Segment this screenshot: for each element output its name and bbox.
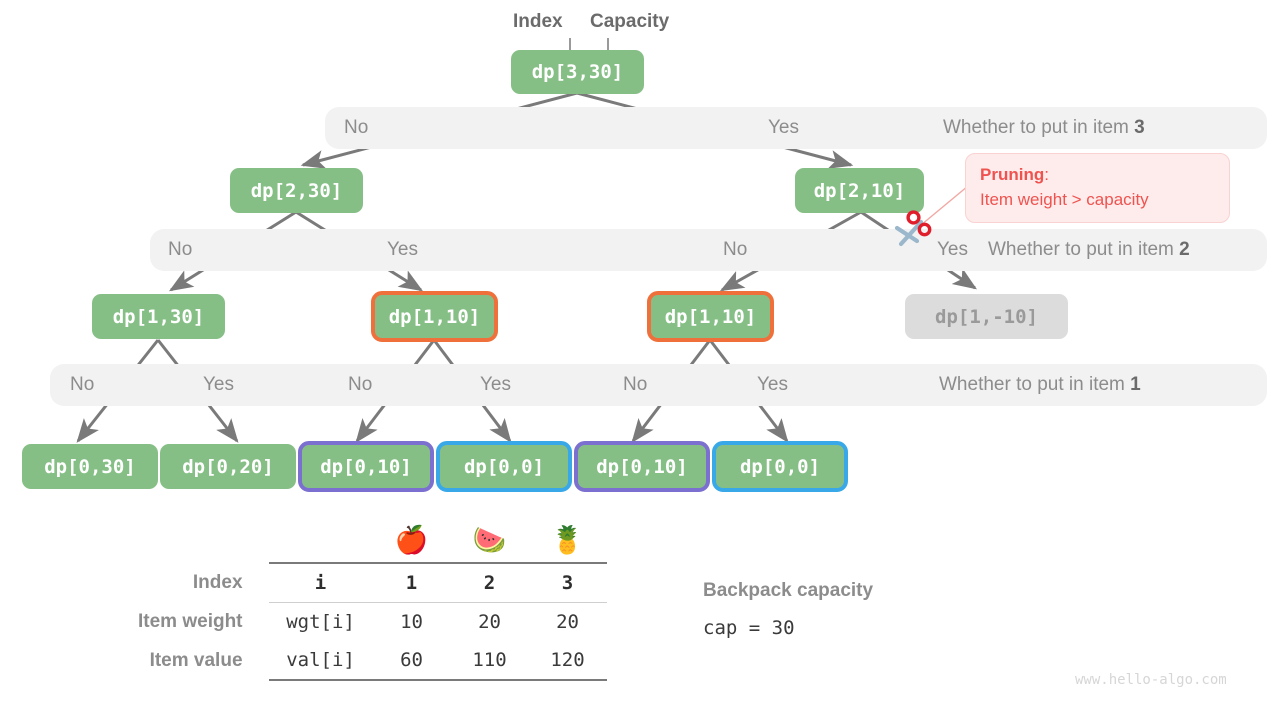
table-row-weight: Item weight wgt[i] 10 20 20	[138, 603, 607, 642]
value-value-2: 110	[450, 641, 529, 681]
index-annotation-label: Index	[513, 11, 563, 32]
node-dp-0-0-left[interactable]: dp[0,0]	[436, 441, 572, 492]
pruning-subtitle: Item weight > capacity	[980, 189, 1149, 209]
table-row-emoji: 🍎 🍉 🍍	[138, 518, 607, 562]
level3-no-a-label: No	[70, 374, 95, 395]
node-dp-1-30[interactable]: dp[1,30]	[92, 294, 225, 339]
level2-no-left-label: No	[168, 239, 193, 260]
row-key-index: i	[268, 563, 373, 603]
value-value-1: 60	[372, 641, 451, 681]
node-dp-0-0-right[interactable]: dp[0,0]	[712, 441, 848, 492]
row-label-weight: Item weight	[138, 610, 243, 632]
level3-no-b-label: No	[348, 374, 373, 395]
level3-question-label: Whether to put in item 1	[939, 364, 1141, 406]
node-dp-1-10-right[interactable]: dp[1,10]	[647, 291, 774, 342]
level2-yes-left-label: Yes	[387, 239, 418, 260]
weight-value-1: 10	[400, 611, 423, 633]
item-emoji-apple: 🍎	[394, 525, 429, 555]
level3-yes-c-label: Yes	[757, 374, 788, 395]
pruning-callout: Pruning: Item weight > capacity	[965, 153, 1230, 224]
level1-no-label: No	[344, 117, 369, 138]
item-emoji-watermelon: 🍉	[472, 525, 507, 555]
level2-no-right-label: No	[723, 239, 748, 260]
pruning-title-text: Pruning	[980, 165, 1045, 184]
emoji-key-spacer	[269, 518, 373, 562]
node-dp-1-10-left[interactable]: dp[1,10]	[371, 291, 498, 342]
level2-yes-right-label: Yes	[937, 239, 968, 260]
row-key-value: val[i]	[268, 641, 373, 681]
level3-no-c-label: No	[623, 374, 648, 395]
level3-yes-b-label: Yes	[480, 374, 511, 395]
index-value-3: 3	[528, 563, 607, 603]
scissors-icon	[893, 208, 937, 252]
row-label-index: Index	[192, 571, 243, 593]
pruning-title-colon: :	[1044, 165, 1049, 184]
item-emoji-pineapple: 🍍	[550, 525, 585, 555]
level1-yes-label: Yes	[768, 117, 799, 138]
table-row-value: Item value val[i] 60 110 120	[138, 641, 607, 681]
node-dp-2-10[interactable]: dp[2,10]	[795, 168, 924, 213]
level2-question-text: Whether to put in item	[988, 239, 1180, 260]
level2-question-label: Whether to put in item 2	[988, 229, 1190, 271]
level1-question-item: 3	[1134, 117, 1145, 138]
items-table: 🍎 🍉 🍍 Index i 1 2 3 Item weight wgt[i] 1…	[138, 518, 607, 681]
level1-question-label: Whether to put in item 3	[943, 107, 1145, 149]
weight-value-2: 20	[478, 611, 501, 633]
node-dp-3-30[interactable]: dp[3,30]	[511, 50, 644, 94]
value-value-3: 120	[528, 641, 607, 681]
backpack-capacity-label: Backpack capacity	[703, 580, 874, 601]
node-dp-0-30[interactable]: dp[0,30]	[22, 444, 158, 489]
index-value-1: 1	[372, 563, 451, 603]
level3-yes-a-label: Yes	[203, 374, 234, 395]
node-dp-1-neg10-pruned[interactable]: dp[1,-10]	[905, 294, 1068, 339]
table-row-index: Index i 1 2 3	[138, 563, 607, 603]
emoji-row-spacer	[138, 518, 269, 562]
backpack-capacity-value: cap = 30	[703, 617, 795, 639]
weight-value-3: 20	[556, 611, 579, 633]
node-dp-0-10-right[interactable]: dp[0,10]	[574, 441, 710, 492]
node-dp-0-20[interactable]: dp[0,20]	[160, 444, 296, 489]
pruning-title: Pruning:	[980, 163, 1215, 188]
level3-question-item: 1	[1130, 374, 1141, 395]
node-dp-0-10-left[interactable]: dp[0,10]	[298, 441, 434, 492]
level1-question-text: Whether to put in item	[943, 117, 1135, 138]
node-dp-2-30[interactable]: dp[2,30]	[230, 168, 363, 213]
watermark: www.hello-algo.com	[1075, 672, 1227, 688]
row-label-value: Item value	[149, 649, 243, 671]
index-value-2: 2	[450, 563, 529, 603]
level2-question-item: 2	[1179, 239, 1190, 260]
level3-question-text: Whether to put in item	[939, 374, 1131, 395]
capacity-annotation-label: Capacity	[590, 11, 670, 32]
row-key-weight: wgt[i]	[286, 611, 355, 633]
